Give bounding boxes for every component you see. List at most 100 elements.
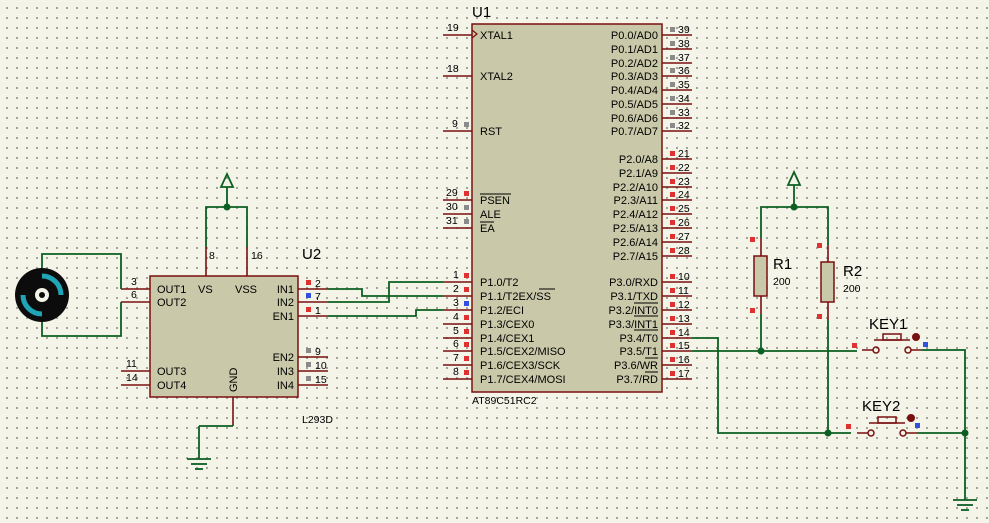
u2-chip[interactable]: U2 L293D 3 OUT1 6 OUT2 11 OUT3 14 OUT4 I… xyxy=(121,246,333,426)
u2-pin-num: 2 xyxy=(315,278,321,290)
u1-pin-name: P3.7/RD xyxy=(616,374,658,386)
r1-ref-label: R1 xyxy=(773,256,792,273)
u1-pin-name: XTAL1 xyxy=(480,30,513,42)
u1-pin-name: P3.0/RXD xyxy=(609,277,658,289)
u1-pin-name: P2.3/A11 xyxy=(614,195,658,207)
u2-pin-num: 8 xyxy=(209,250,215,262)
u2-pin-name: EN2 xyxy=(273,352,294,364)
u1-pin-num: 3 xyxy=(453,297,459,309)
key2-button[interactable]: KEY2 xyxy=(846,398,920,437)
u2-pin-num: 16 xyxy=(251,250,263,262)
u1-pin-name: P2.6/A14 xyxy=(613,237,658,249)
u1-pin-name: P0.4/AD4 xyxy=(611,85,658,97)
u1-pin-num: 4 xyxy=(453,311,459,323)
u1-pin-num: 21 xyxy=(678,148,690,160)
u1-ref-label: U1 xyxy=(472,4,491,21)
u1-pin-num: 29 xyxy=(446,187,458,199)
u1-pin-name: P1.6/CEX3/SCK xyxy=(480,360,561,372)
key1-button[interactable]: KEY1 xyxy=(852,316,928,354)
u1-pin-name: P0.2/AD2 xyxy=(611,58,658,70)
u2-pin-num: 10 xyxy=(315,360,327,372)
u1-pin-num: 36 xyxy=(678,65,690,77)
junctions xyxy=(223,203,969,437)
u1-pin-name: P3.6/WR xyxy=(614,360,658,372)
u2-pin-name: OUT1 xyxy=(157,284,186,296)
u2-part-label: L293D xyxy=(302,414,333,426)
u2-pin-num: 15 xyxy=(315,374,327,386)
u1-pin-num: 35 xyxy=(678,79,690,91)
u2-pin-name: IN1 xyxy=(277,284,294,296)
motor[interactable] xyxy=(15,268,69,322)
u1-pin-num: 23 xyxy=(678,176,690,188)
u1-left-pins: 19 XTAL1 18 XTAL2 9 RST 29 PSEN 30 ALE 3… xyxy=(443,22,566,386)
u1-pin-name: P1.5/CEX2/MISO xyxy=(480,346,566,358)
u1-pin-num: 27 xyxy=(678,231,690,243)
u1-pin-name: P3.4/T0 xyxy=(619,333,658,345)
u1-pin-num: 9 xyxy=(452,118,458,130)
u1-pin-num: 11 xyxy=(678,285,689,297)
u2-ref-label: U2 xyxy=(302,246,321,263)
u1-pin-num: 17 xyxy=(678,368,690,380)
u1-pin-num: 19 xyxy=(447,22,459,34)
u1-pin-name: P2.5/A13 xyxy=(613,223,658,235)
r1-body[interactable] xyxy=(753,255,768,297)
u1-pin-name: P3.2/INT0 xyxy=(608,305,658,317)
u1-pin-name: P2.0/A8 xyxy=(619,154,658,166)
u1-pin-name: P2.1/A9 xyxy=(619,168,658,180)
r1-value-label: 200 xyxy=(773,276,791,288)
key2-ref-label: KEY2 xyxy=(862,398,900,415)
u1-pin-name: P0.7/AD7 xyxy=(611,126,658,138)
u2-pin-name: OUT3 xyxy=(157,366,186,378)
u2-pin-name: VSS xyxy=(235,284,257,296)
u1-pin-name: PSEN xyxy=(480,195,510,207)
u1-pin-num: 32 xyxy=(678,120,690,132)
u1-pin-num: 24 xyxy=(678,189,690,201)
u1-pin-name: P1.0/T2 xyxy=(480,277,519,289)
u1-pin-name: P2.4/A12 xyxy=(613,209,658,221)
junction-dot xyxy=(757,347,765,355)
u1-pin-name: P1.4/CEX1 xyxy=(480,333,534,345)
u2-pin-name: OUT2 xyxy=(157,297,186,309)
u1-pin-name: P3.1/TXD xyxy=(610,291,658,303)
ground-symbol-icon xyxy=(953,433,977,511)
u1-pin-name: P0.6/AD6 xyxy=(611,113,658,125)
u2-body[interactable] xyxy=(149,275,299,398)
u1-pin-num: 12 xyxy=(678,299,690,311)
u1-pin-name: XTAL2 xyxy=(480,71,513,83)
u2-pin-name: IN3 xyxy=(277,366,294,378)
u1-chip[interactable]: U1 AT89C51RC2 19 XTAL1 18 XTAL2 9 RST 29… xyxy=(443,4,692,407)
r2-ref-label: R2 xyxy=(843,263,862,280)
r2-body[interactable] xyxy=(820,261,835,303)
power-symbol-icon xyxy=(786,169,802,207)
u2-pin-num: 1 xyxy=(315,305,321,317)
clock-marker-icon xyxy=(471,29,478,39)
u1-pin-num: 1 xyxy=(453,269,459,281)
resistor-r2[interactable]: R2 200 xyxy=(817,243,862,320)
u1-pin-num: 28 xyxy=(678,245,690,257)
u1-pin-name: P1.3/CEX0 xyxy=(480,319,534,331)
u1-pin-name: P1.7/CEX4/MOSI xyxy=(480,374,566,386)
u1-pin-num: 30 xyxy=(446,201,458,213)
u1-pin-name: P2.7/A15 xyxy=(613,251,658,263)
u1-pin-num: 5 xyxy=(453,325,459,337)
u1-body[interactable] xyxy=(471,23,663,393)
u1-pin-num: 22 xyxy=(678,162,690,174)
u1-pin-name: P1.2/ECI xyxy=(480,305,524,317)
junction-dot xyxy=(790,203,798,211)
resistor-r1[interactable]: R1 200 xyxy=(750,237,792,314)
u1-pin-num: 37 xyxy=(678,52,690,64)
u1-pin-num: 15 xyxy=(678,340,690,352)
u1-pin-num: 6 xyxy=(453,338,459,350)
u2-pin-num: 9 xyxy=(315,346,321,358)
u1-pin-name: P2.2/A10 xyxy=(613,182,658,194)
u1-pin-name: P1.1/T2EX/SS xyxy=(480,291,551,303)
u1-pin-num: 2 xyxy=(453,283,459,295)
u2-pin-num: 14 xyxy=(126,372,138,384)
u2-pin-name: EN1 xyxy=(273,311,294,323)
u2-pin-name: GND xyxy=(228,368,240,393)
u2-pin-num: 3 xyxy=(131,276,137,288)
u2-pin-name: VS xyxy=(198,284,213,296)
u1-pin-num: 33 xyxy=(678,107,690,119)
u1-pin-num: 25 xyxy=(678,203,690,215)
